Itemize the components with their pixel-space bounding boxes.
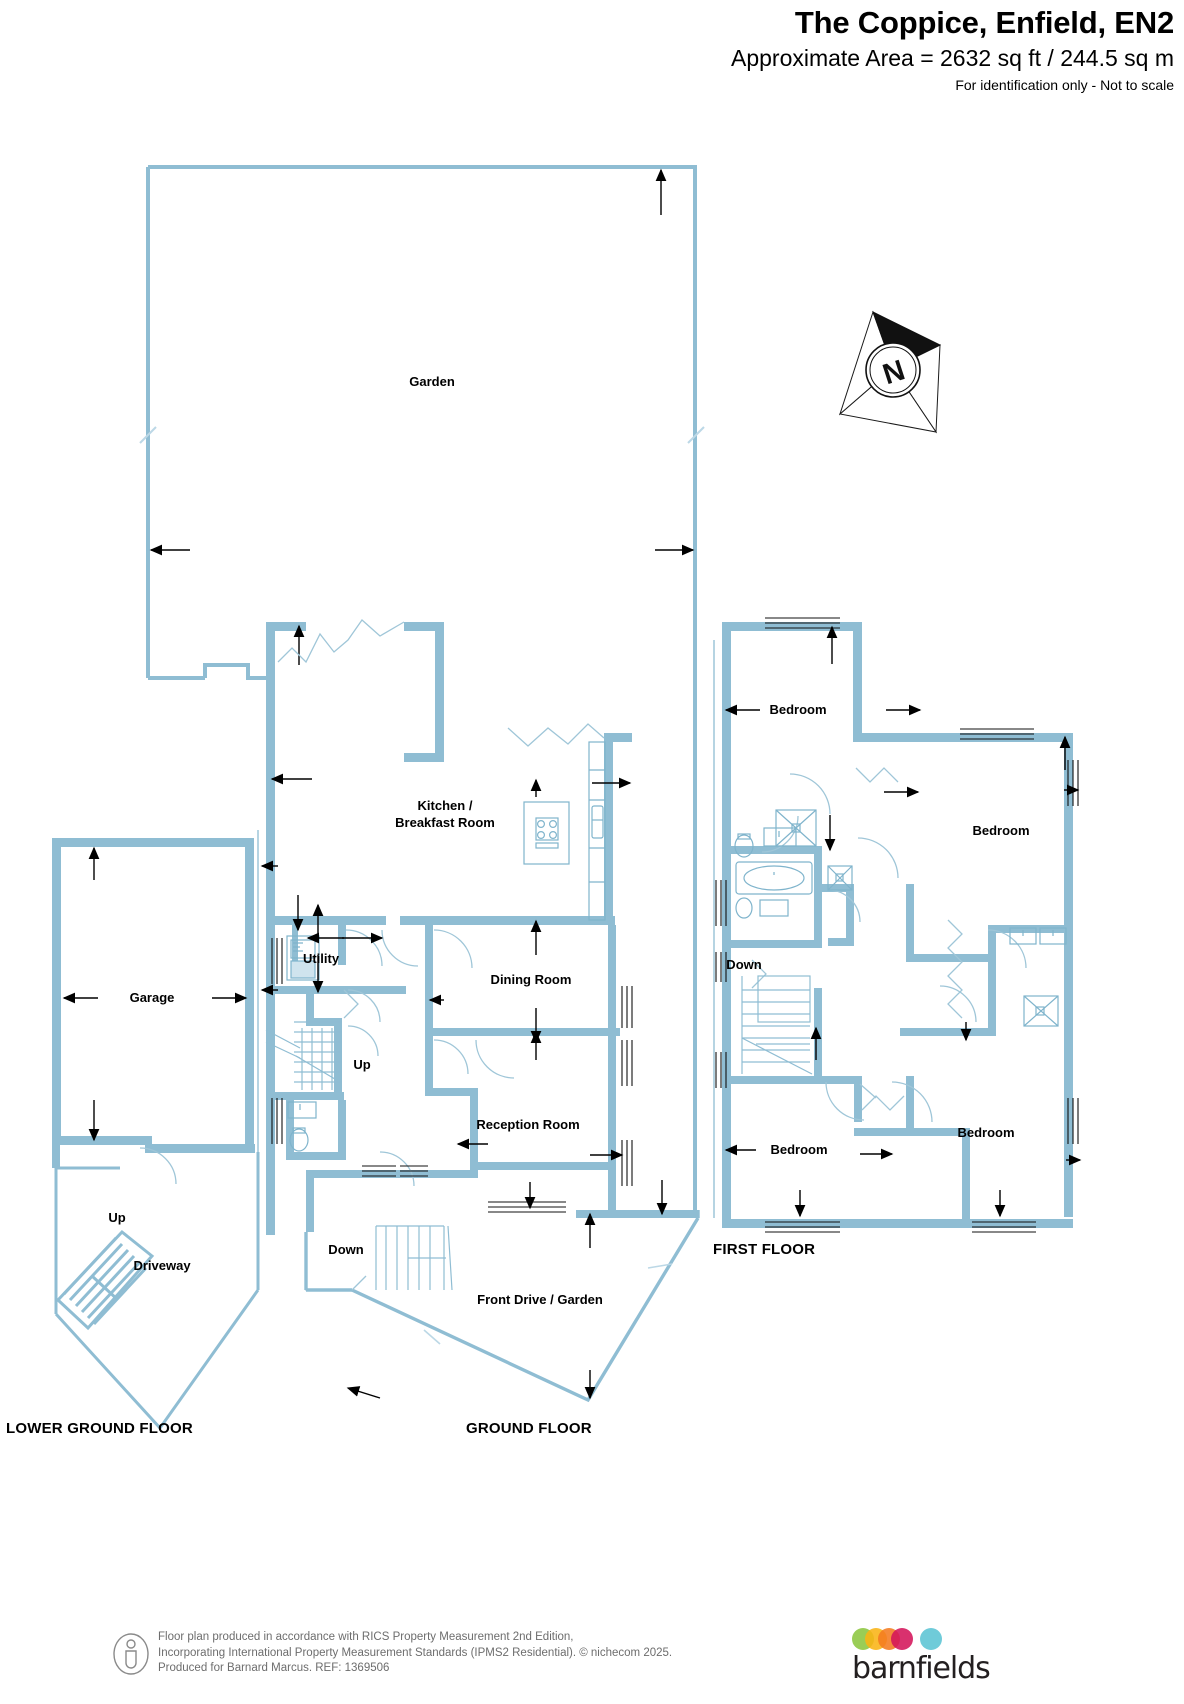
first-floor-windows xyxy=(715,617,1079,1233)
floor-caption-ground: GROUND FLOOR xyxy=(466,1420,592,1437)
front-drive-outline xyxy=(304,1210,700,1403)
room-label-bedroom-top-left: Bedroom xyxy=(769,702,827,717)
barnfields-logo: barnfields xyxy=(852,1626,1002,1692)
footer-line-3: Produced for Barnard Marcus. REF: 136950… xyxy=(158,1662,390,1674)
lower-ground-outline xyxy=(54,1145,260,1431)
front-drive-break-marks xyxy=(423,1263,673,1345)
compass-rose: N xyxy=(838,310,942,434)
plan-footer: Floor plan produced in accordance with R… xyxy=(0,1626,1184,1704)
ground-stairs-down xyxy=(375,1225,453,1291)
floor-caption-lower-ground: LOWER GROUND FLOOR xyxy=(6,1420,193,1437)
first-floor-walls xyxy=(722,622,1073,1228)
scale-disclaimer: For identification only - Not to scale xyxy=(955,77,1174,93)
ground-stairs-up xyxy=(265,1021,342,1090)
room-label-bedroom-top-right: Bedroom xyxy=(972,823,1030,838)
lower-ground-door-swings xyxy=(139,1147,177,1185)
room-label-front-drive: Front Drive / Garden xyxy=(477,1292,603,1307)
ground-wc-fixtures xyxy=(287,1101,317,1152)
footer-line-1: Floor plan produced in accordance with R… xyxy=(158,1631,574,1643)
brand-dot-cyan xyxy=(920,1628,942,1650)
lower-ground-dimension-arrows xyxy=(62,846,278,1142)
driveway-steps xyxy=(55,1229,155,1331)
first-floor-wardrobe-lines xyxy=(751,767,963,1111)
room-label-garden: Garden xyxy=(409,374,455,389)
garden-break-marks xyxy=(139,426,705,444)
brand-wordmark: barnfields xyxy=(852,1651,991,1686)
kitchen-fixtures xyxy=(523,741,606,921)
approximate-area: Approximate Area = 2632 sq ft / 244.5 sq… xyxy=(730,45,1174,71)
room-label-driveway: Driveway xyxy=(133,1258,191,1273)
brand-dot-magenta xyxy=(891,1628,913,1650)
footer-legal-text: Floor plan produced in accordance with R… xyxy=(158,1630,672,1677)
footer-line-2: Incorporating International Property Mea… xyxy=(158,1646,673,1659)
plan-header: The Coppice, Enfield, EN2 Approximate Ar… xyxy=(0,0,1184,96)
brand-dots xyxy=(852,1626,1002,1652)
room-label-kitchen-l1: Kitchen / xyxy=(417,798,473,813)
stair-label-up-lower: Up xyxy=(108,1210,126,1225)
garden-outline xyxy=(146,165,697,1218)
stair-label-down-ground: Down xyxy=(328,1242,364,1257)
room-label-kitchen-l2: Breakfast Room xyxy=(395,815,495,830)
ground-floor-walls xyxy=(266,622,698,1235)
first-stairs-down xyxy=(741,975,813,1075)
room-label-garage: Garage xyxy=(129,990,175,1005)
room-label-bedroom-bottom-left: Bedroom xyxy=(770,1142,828,1157)
kitchen-wardrobe-zigzag xyxy=(277,619,605,1291)
utility-fixtures xyxy=(286,935,320,981)
garden-dimension-arrows xyxy=(149,168,695,556)
room-label-dining-room: Dining Room xyxy=(490,972,572,987)
ipms-person-icon xyxy=(113,1633,149,1675)
ground-floor-door-swings xyxy=(345,929,515,1187)
ground-floor-dimension-arrows xyxy=(270,624,668,1400)
floor-caption-first: FIRST FLOOR xyxy=(713,1241,816,1258)
first-floor-bathroom-fixtures xyxy=(734,809,1067,1027)
room-label-utility: Utility xyxy=(302,951,340,966)
page-title: The Coppice, Enfield, EN2 xyxy=(794,5,1174,40)
room-label-bedroom-bottom-right: Bedroom xyxy=(957,1125,1015,1140)
stair-label-down-first: Down xyxy=(726,957,762,972)
first-floor-dimension-arrows xyxy=(724,625,1082,1218)
room-label-reception: Reception Room xyxy=(476,1117,580,1132)
stair-label-up-ground: Up xyxy=(353,1057,371,1072)
